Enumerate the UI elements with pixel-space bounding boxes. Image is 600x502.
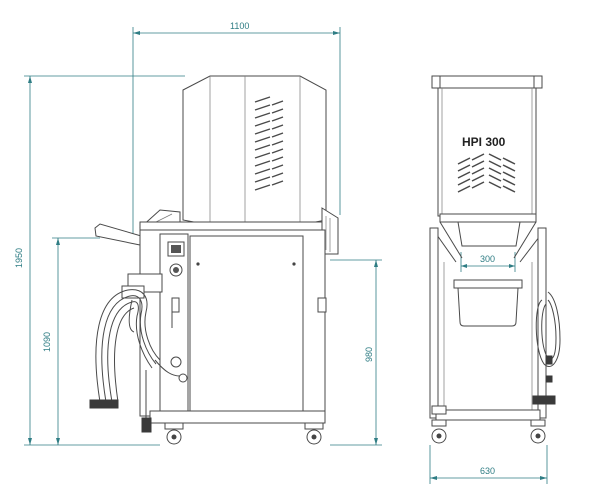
cabinet-handle — [171, 297, 180, 313]
hopper — [431, 213, 547, 327]
side-wheels — [164, 422, 324, 445]
dimension-overall-height-label: 1950 — [14, 248, 24, 268]
dimension-hopper-width-label: 300 — [480, 254, 495, 264]
dimension-overall-width: 1100 — [132, 21, 341, 235]
main-cabinet — [139, 229, 327, 424]
front-frame — [429, 227, 561, 421]
cabinet-door — [189, 235, 304, 412]
dimension-front-width: 630 — [429, 445, 548, 484]
dimension-front-width-label: 630 — [480, 466, 495, 476]
front-vent-chevrons — [457, 153, 516, 193]
upper-housing — [182, 75, 327, 226]
dimension-inlet-height-label: 1090 — [42, 332, 52, 352]
dimension-side-height-label: 980 — [364, 347, 374, 362]
inlet-hoses — [89, 273, 188, 433]
dimension-overall-width-label: 1100 — [230, 21, 249, 31]
front-view: 630 HPI 300 — [429, 75, 561, 484]
front-wheels — [431, 419, 546, 444]
top-handle — [431, 75, 543, 89]
dimension-overall-height: 1950 — [14, 75, 185, 446]
dimension-hopper-width: 300 — [460, 252, 516, 272]
front-housing — [437, 87, 537, 217]
model-label: HPI 300 — [462, 135, 506, 149]
dimension-inlet-height: 1090 — [42, 237, 100, 445]
dimension-side-height: 980 — [330, 259, 382, 446]
housing-vent-slots — [254, 96, 284, 191]
side-view: 1100 1950 1090 980 — [14, 21, 382, 446]
top-plate — [139, 221, 326, 231]
